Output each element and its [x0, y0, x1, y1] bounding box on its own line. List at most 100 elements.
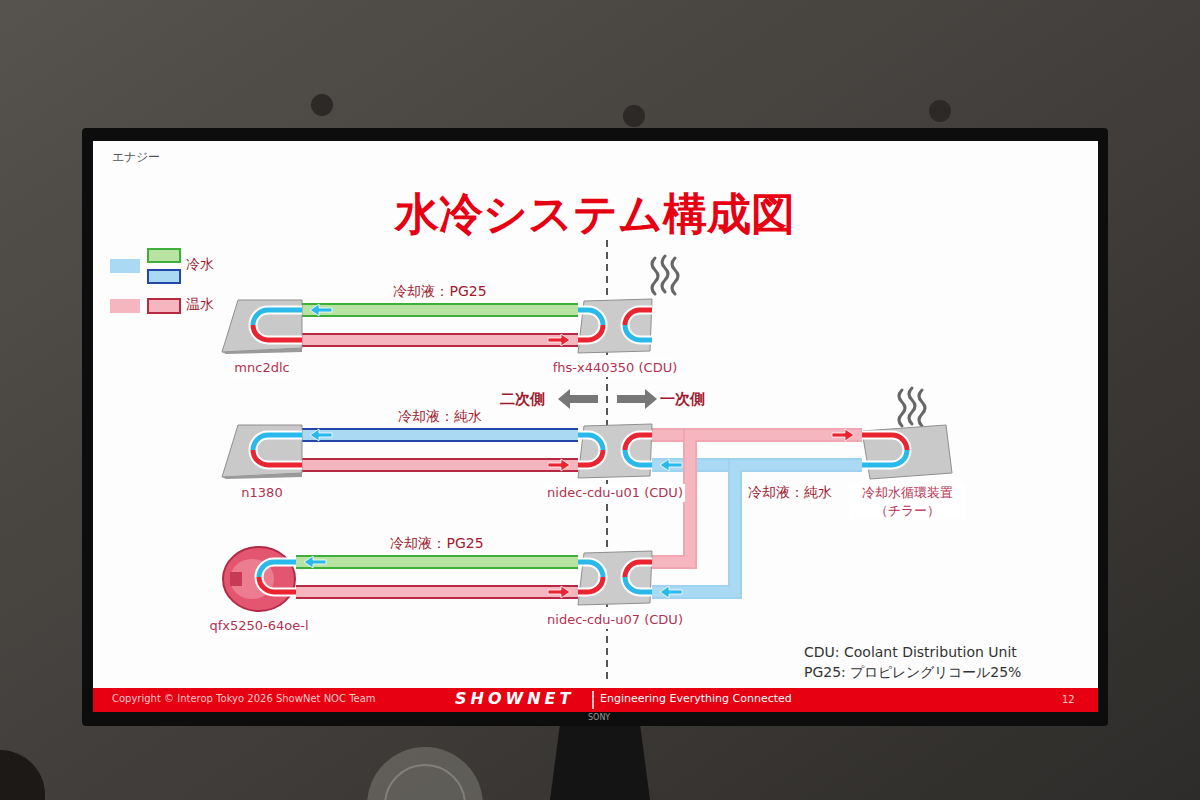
pipe-outline	[302, 428, 578, 442]
device-shape	[222, 298, 302, 354]
cdu-slab	[578, 424, 652, 478]
side-arrow	[617, 389, 657, 409]
heat-waves	[652, 256, 925, 426]
cold-flow-symbol	[625, 325, 652, 340]
device-edge	[222, 348, 302, 354]
cold-flow-symbol	[259, 562, 296, 577]
footer-separator	[592, 691, 594, 709]
device-shape	[578, 423, 652, 479]
device-shape	[222, 423, 302, 479]
device-slab	[222, 300, 302, 352]
flow-symbol-edge	[578, 562, 603, 577]
flow-symbol-edge	[625, 562, 652, 577]
device-slab	[222, 425, 302, 477]
footer-bar	[93, 688, 1098, 712]
flow-symbol-edge	[578, 450, 603, 465]
flow-arrowhead	[310, 304, 332, 316]
flow-arrowhead	[660, 459, 682, 471]
heat-wave	[919, 390, 925, 426]
label-text: fhs-x440350 (CDU)	[553, 359, 677, 377]
label-text: nidec-cdu-u07 (CDU)	[547, 611, 683, 629]
wall-hole	[929, 100, 951, 122]
note-label: SHOWNET	[455, 689, 574, 709]
pipe-fill	[302, 335, 578, 345]
note-label: 一次側	[660, 390, 705, 409]
warm-flow-symbol	[578, 325, 603, 340]
warm-flow-symbol	[625, 435, 652, 450]
cdu-box: nidec-cdu-u07 (CDU)	[578, 550, 652, 606]
coolant-pipe	[296, 586, 578, 598]
flow-symbol-edge	[259, 577, 296, 592]
flow-symbol-edge	[625, 577, 652, 592]
heat-wave	[662, 256, 668, 292]
warm-flow-symbol	[625, 562, 652, 577]
coolant-pipe	[302, 459, 578, 471]
flow-symbol-edge	[862, 450, 907, 465]
flow-symbol-edge	[862, 435, 907, 450]
label-text: nidec-cdu-u01 (CDU)	[547, 484, 683, 502]
pipe-fill	[302, 305, 578, 315]
cold-flow-symbol	[253, 435, 302, 450]
note-label: 二次側	[500, 390, 545, 409]
wall-hole	[311, 94, 333, 116]
pipe-fill	[296, 587, 578, 597]
device-shape	[578, 298, 652, 354]
cold-flow-symbol	[578, 435, 603, 450]
cdu-box: fhs-x440350 (CDU)	[578, 298, 652, 354]
device-label: fhs-x440350 (CDU)	[551, 359, 679, 377]
flow-symbol-edge	[625, 310, 652, 325]
note-label: エナジー	[112, 150, 160, 165]
note-label: PG25: プロピレングリコール25%	[804, 664, 1021, 682]
legend-swatch	[148, 249, 180, 262]
pipe-label: 冷却液：PG25	[387, 535, 486, 553]
flow-arrowhead	[832, 429, 854, 441]
pipe-label: 冷却液：純水	[395, 408, 485, 426]
warm-flow-symbol	[578, 577, 603, 592]
pipe-label: 冷却液：PG25	[390, 283, 489, 301]
server-box: mnc2dlc	[222, 298, 302, 354]
legend-swatch	[148, 270, 180, 283]
server-box: n1380	[222, 423, 302, 479]
flow-arrowhead	[548, 459, 570, 471]
cdu-box: nidec-cdu-u01 (CDU)	[578, 423, 652, 479]
legend-text: 温水	[186, 296, 214, 314]
side-arrow	[558, 389, 598, 409]
pipe-outline	[296, 555, 578, 569]
wall-hole	[623, 105, 645, 127]
chiller-slab	[862, 425, 952, 479]
pipe-outline	[302, 458, 578, 472]
slide-title: 水冷システム構成図	[0, 186, 1190, 241]
pipe-outline	[302, 333, 578, 347]
warm-flow-symbol	[253, 325, 302, 340]
cold-flow-symbol	[253, 310, 302, 325]
coolant-pipe	[296, 556, 578, 568]
switch-detail	[230, 572, 242, 586]
flow-symbol-edge	[259, 562, 296, 577]
flow-symbol-edge	[253, 435, 302, 450]
note-label: CDU: Coolant Distribution Unit	[804, 644, 1017, 662]
coolant-pipe	[302, 334, 578, 346]
warm-flow-symbol	[625, 310, 652, 325]
flow-symbol-edge	[253, 310, 302, 325]
device-edge	[222, 473, 302, 479]
flow-symbol-edge	[578, 325, 603, 340]
flow-symbol-edge	[625, 450, 652, 465]
note-label: Copyright © Interop Tokyo 2026 ShowNet N…	[112, 693, 376, 706]
note-label: 12	[1062, 694, 1075, 707]
label-text: n1380	[241, 484, 282, 502]
cdu-slab	[578, 299, 652, 353]
label-text: qfx5250-64oe-l	[209, 617, 308, 635]
flow-symbol-edge	[578, 435, 603, 450]
pipe-outline	[296, 585, 578, 599]
flow-arrowhead	[660, 586, 682, 598]
foreground-head	[0, 750, 45, 800]
fan-grille	[385, 765, 465, 800]
switch-box: qfx5250-64oe-l	[222, 546, 296, 612]
flow-symbol-edge	[625, 325, 652, 340]
switch-body	[223, 547, 295, 611]
heat-wave	[899, 390, 905, 426]
warm-flow-symbol	[253, 450, 302, 465]
flow-arrowhead	[548, 586, 570, 598]
device-shape	[862, 423, 952, 479]
